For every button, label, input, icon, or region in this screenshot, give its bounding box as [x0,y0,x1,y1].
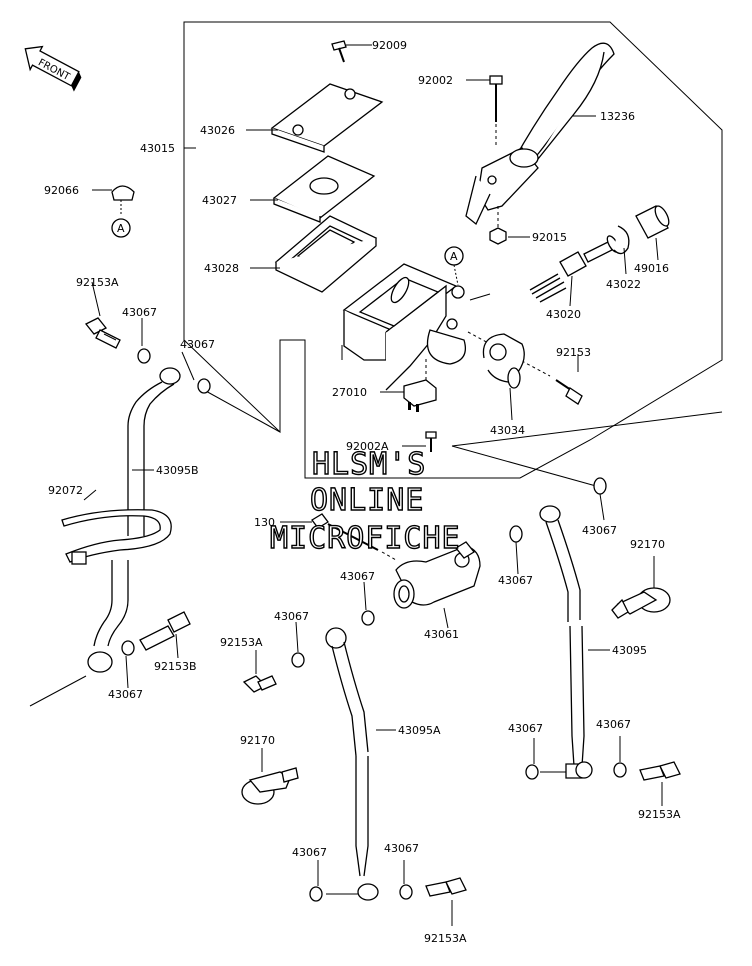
label-92002: 92002 [418,74,453,87]
label-43026: 43026 [200,124,235,137]
label-43067-c: 43067 [582,524,617,537]
label-130: 130 [254,516,275,529]
assembly-frame [183,21,723,479]
cap-92066 [111,185,135,216]
label-43067-h: 43067 [508,722,543,735]
label-43067-e: 43067 [340,570,375,583]
banjo-bolt-mid [242,675,277,693]
label-43067-g: 43067 [108,688,143,701]
label-43095: 43095 [612,644,647,657]
label-43028: 43028 [204,262,239,275]
label-92153: 92153 [556,346,591,359]
washer-right-top [593,477,607,495]
label-43034: 43034 [490,424,525,437]
label-92066: 92066 [44,184,79,197]
hose-130 [311,513,397,561]
master-cylinder-body [341,263,467,391]
banjo-bolt-top-left [84,317,121,349]
label-43067-f: 43067 [274,610,309,623]
label-92170-left: 92170 [240,734,275,747]
label-92015: 92015 [532,231,567,244]
label-43067-b: 43067 [180,338,215,351]
fitting-92170-left [241,767,299,805]
callout-a-left-text: A [117,222,125,235]
label-27010: 27010 [332,386,367,399]
washer-right-bottom-1 [525,764,539,780]
clamp-bolt [555,379,583,405]
switch-screw [425,431,437,452]
piston-assembly [529,235,620,307]
washer-right-mid [509,525,523,543]
washer-bottom-2 [399,884,413,900]
cylinder-43061 [393,541,481,609]
label-43095a: 43095A [398,724,441,737]
front-arrow: FRONT [24,45,82,92]
washer-mid-2 [291,652,305,668]
label-92153a-top: 92153A [76,276,119,289]
label-43067-i: 43067 [596,718,631,731]
label-92009: 92009 [372,39,407,52]
brake-hose-43095 [539,505,593,779]
reservoir-cap [270,83,384,153]
label-92153a-bottom: 92153A [424,932,467,945]
washer-left-bottom [121,640,135,656]
watermark-line2: ONLINE [310,483,424,518]
label-49016: 49016 [634,262,669,275]
label-92153a-mid: 92153A [220,636,263,649]
label-43067-k: 43067 [384,842,419,855]
label-43067-j: 43067 [292,846,327,859]
label-92002a: 92002A [346,440,389,453]
washer-top-2 [197,378,211,394]
diaphragm [274,215,378,293]
washer-top-1 [137,348,151,364]
brake-lever [465,42,615,230]
brake-hose-43095b [87,367,181,673]
callout-a-left [111,218,131,238]
callout-a-right-text: A [450,250,458,263]
washer-bottom-1 [309,886,323,902]
label-92153b: 92153B [154,660,197,673]
label-92153a-right: 92153A [638,808,681,821]
banjo-bolt-right [639,761,681,781]
watermark-line1: HLSM'S [312,447,426,482]
label-43067-d: 43067 [498,574,533,587]
circlip [613,225,630,255]
label-92072: 92072 [48,484,83,497]
brake-switch [403,379,437,412]
label-43067-a: 43067 [122,306,157,319]
label-92170-right: 92170 [630,538,665,551]
banjo-bolt-bottom [425,877,467,897]
label-43095b: 43095B [156,464,199,477]
handlebar-clamp [482,333,525,389]
washer-right-bottom-2 [613,762,627,778]
banjo-bolt-92153b [139,611,191,651]
washer-mid [361,610,375,626]
watermark: HLSM'S ONLINE MICROFICHE [269,446,461,556]
fitting-92170-right [611,587,671,619]
nut-92015 [489,227,507,245]
cable-band [61,509,172,565]
screw-92009 [331,40,347,63]
label-13236: 13236 [600,110,635,123]
label-43022: 43022 [606,278,641,291]
label-43027: 43027 [202,194,237,207]
label-43061: 43061 [424,628,459,641]
label-43015: 43015 [140,142,175,155]
label-43020: 43020 [546,308,581,321]
diaphragm-plate [272,155,376,223]
dust-boot [635,205,670,239]
watermark-line3: MICROFICHE [270,521,461,556]
brake-hose-43095a [325,627,379,901]
pivot-bolt [489,75,503,148]
